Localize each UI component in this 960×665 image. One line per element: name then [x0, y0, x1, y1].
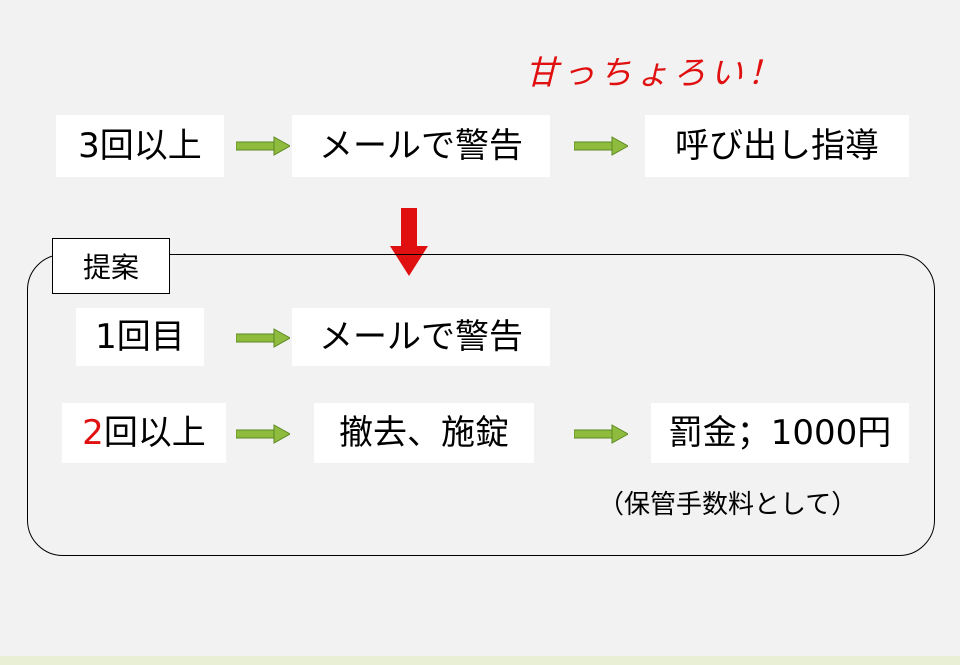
down-arrow-icon [390, 208, 428, 276]
current-step-threshold: 3回以上 [56, 115, 224, 177]
right-arrow-icon [236, 424, 290, 444]
bottom-strip [0, 656, 960, 665]
right-arrow-icon [574, 136, 628, 156]
proposal-note: （保管手数料として） [598, 490, 858, 520]
callout-text: 甘っちょろい！ [525, 53, 784, 92]
proposal-second-rest: 回以上 [103, 413, 206, 453]
proposal-fine: 罰金；1000円 [651, 403, 909, 463]
proposal-first-time: 1回目 [76, 308, 204, 366]
proposal-label: 提案 [52, 238, 170, 294]
right-arrow-icon [236, 136, 290, 156]
current-step-email-warning: メールで警告 [292, 115, 550, 177]
right-arrow-icon [574, 424, 628, 444]
right-arrow-icon [236, 328, 290, 348]
proposal-second-number: 2 [82, 413, 104, 453]
proposal-email-warning: メールで警告 [292, 308, 550, 366]
current-step-summons: 呼び出し指導 [645, 115, 909, 177]
proposal-removal-lock: 撤去、施錠 [314, 403, 534, 463]
proposal-frame [27, 254, 935, 556]
